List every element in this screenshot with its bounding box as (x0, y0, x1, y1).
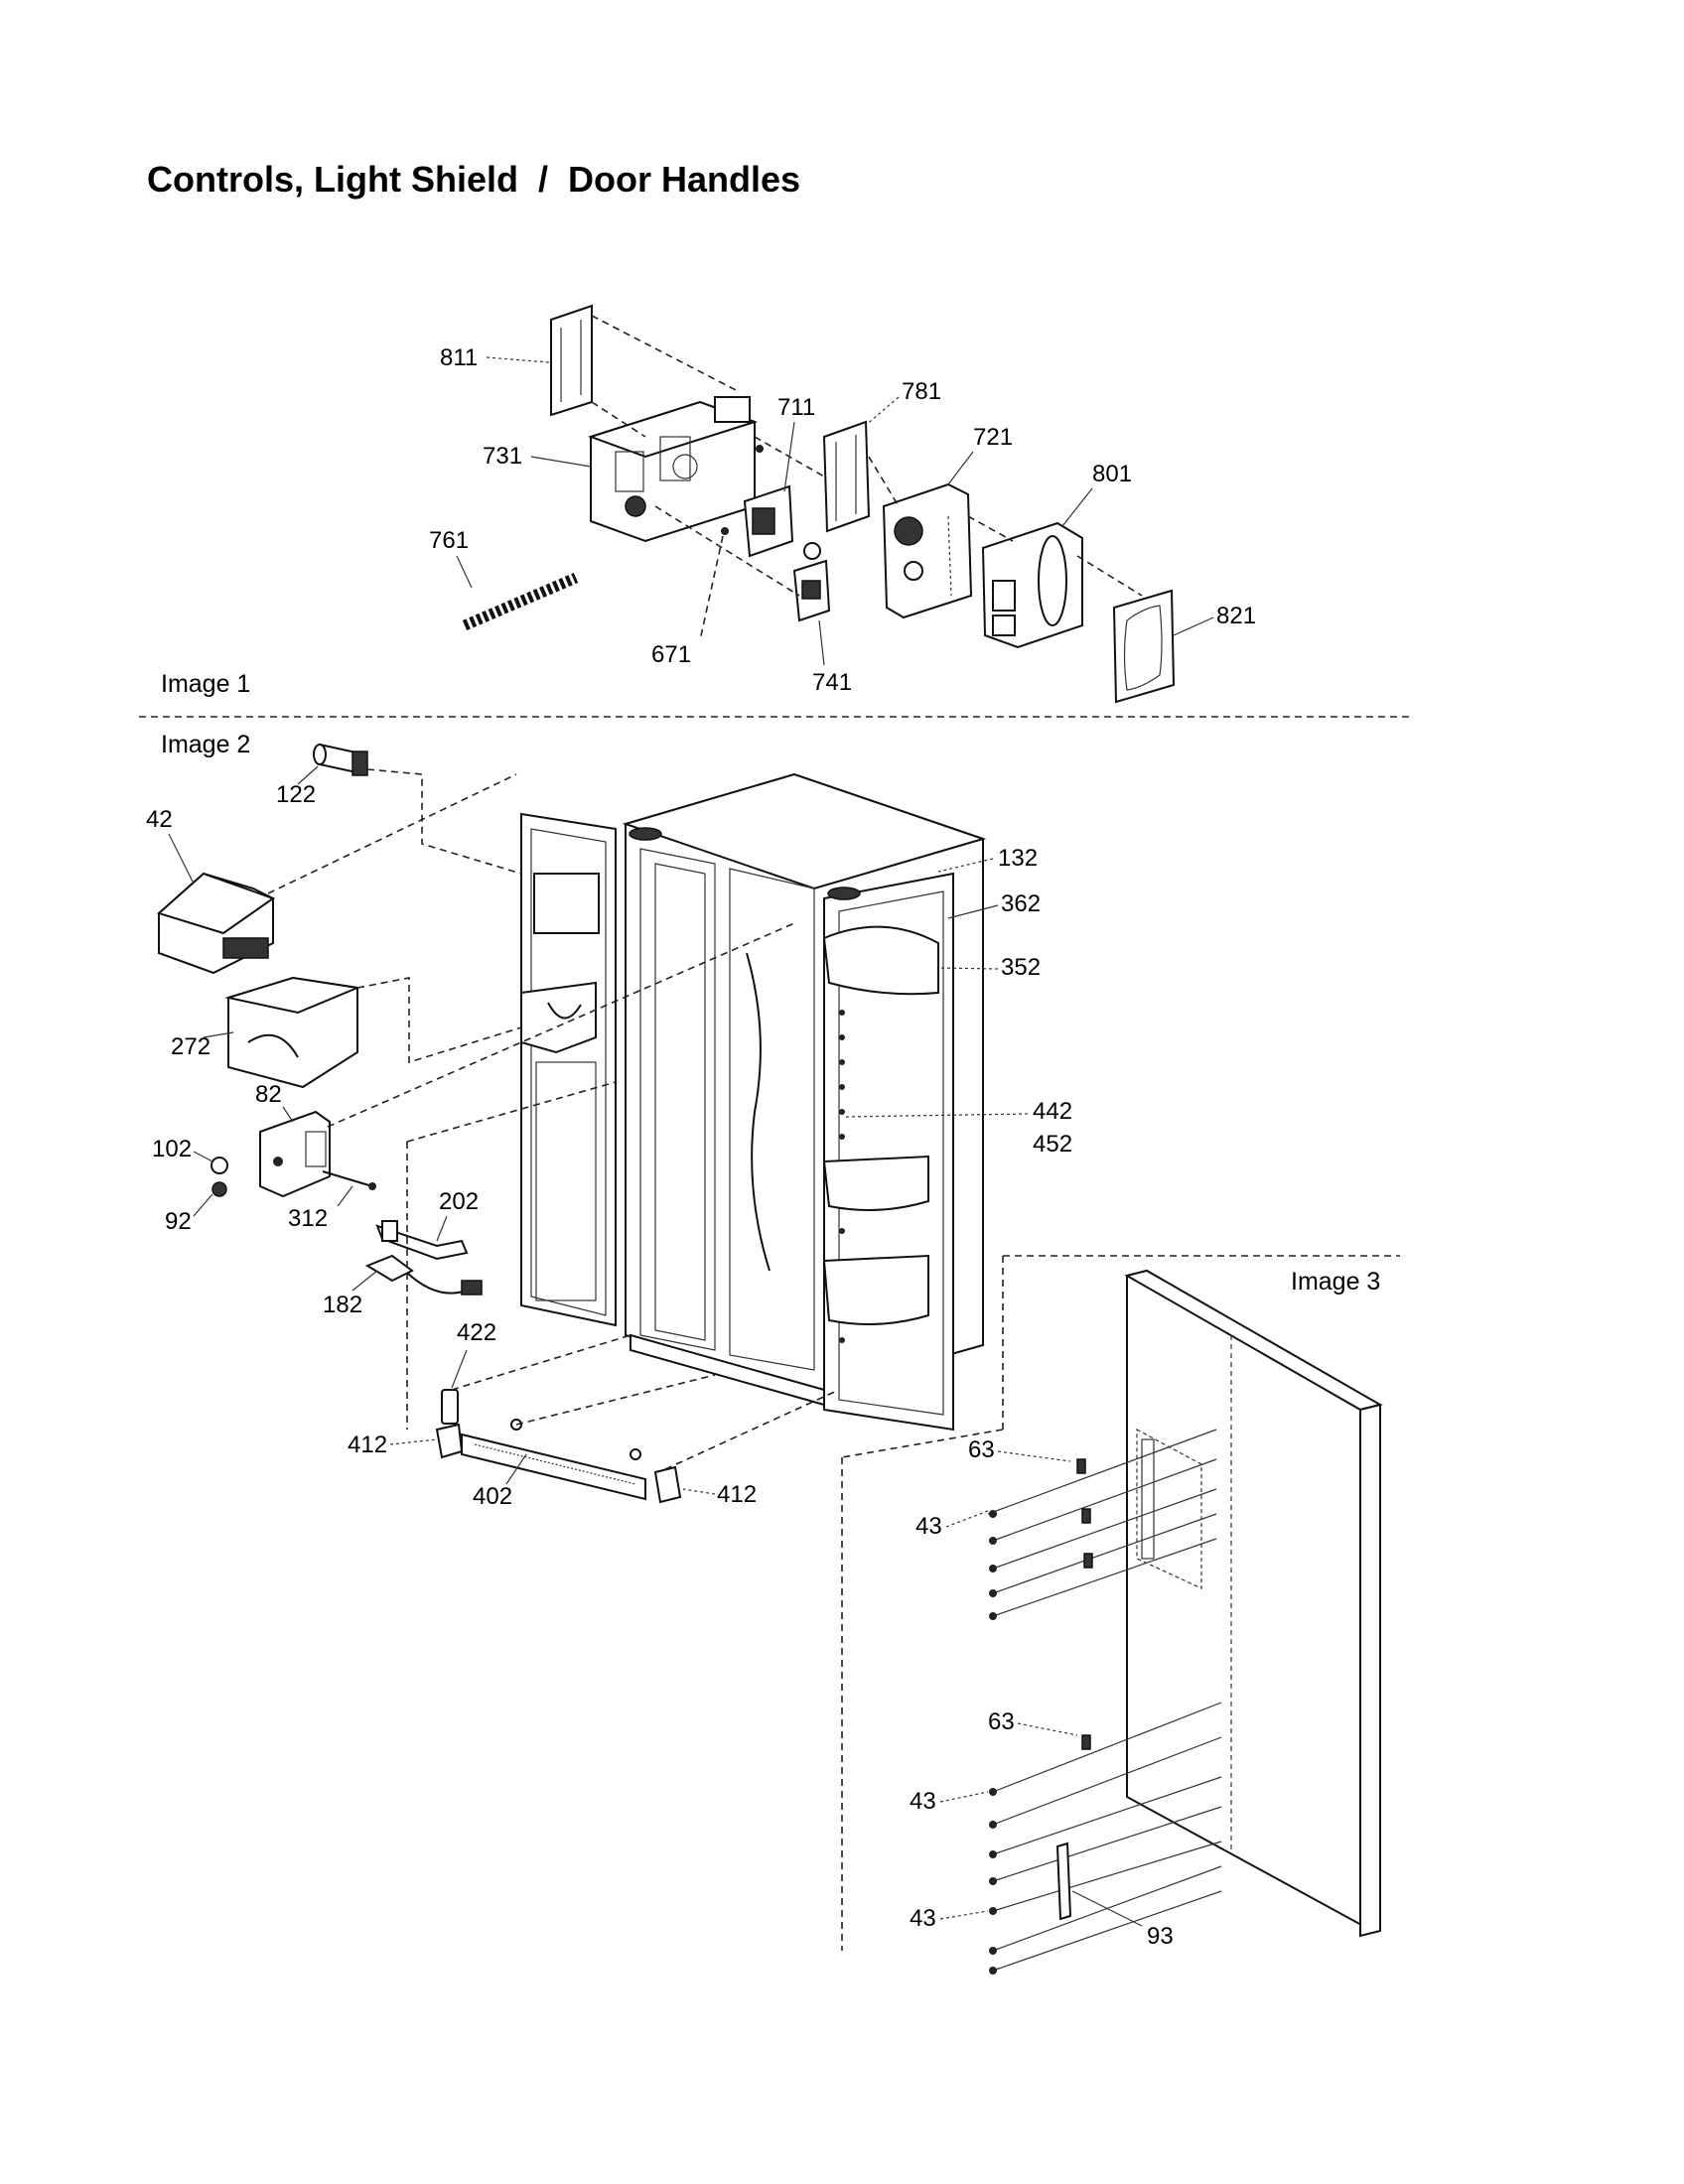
callout-412-right: 412 (717, 1481, 757, 1508)
part-412-right-handle-end (653, 1465, 682, 1504)
callout-63-lower: 63 (988, 1708, 1015, 1735)
callout-312: 312 (288, 1205, 328, 1232)
callout-82: 82 (255, 1081, 282, 1108)
lower-fastener-group (989, 1702, 1222, 1975)
part-312-screw (322, 1170, 376, 1190)
part-92-nut (211, 1181, 227, 1197)
part-402-handle-bar (461, 1419, 646, 1501)
callout-93: 93 (1147, 1923, 1174, 1950)
callout-412-left: 412 (348, 1432, 387, 1458)
part-761-cable (462, 572, 579, 631)
callout-422: 422 (457, 1319, 496, 1346)
refrigerator-cabinet (520, 772, 987, 1432)
part-272-ice-bin (224, 976, 361, 1089)
callout-352: 352 (1001, 954, 1041, 981)
callout-671: 671 (651, 641, 691, 668)
callout-781: 781 (902, 378, 941, 405)
part-781-panel (822, 420, 871, 533)
callout-92: 92 (165, 1208, 192, 1235)
screw (721, 527, 729, 535)
part-811-panel (550, 304, 593, 417)
part-42-ice-bin-cover (157, 872, 276, 975)
callout-362: 362 (1001, 890, 1041, 917)
callout-43-lower: 43 (910, 1905, 936, 1932)
callout-811: 811 (440, 344, 478, 371)
callout-122: 122 (276, 781, 316, 808)
part-122-filter (313, 743, 368, 776)
callout-402: 402 (473, 1483, 512, 1510)
controls-assembly (462, 304, 1176, 704)
callout-761: 761 (429, 527, 469, 554)
part-731-control-housing (587, 396, 759, 543)
callout-731: 731 (483, 443, 522, 470)
part-741-thermostat (792, 542, 831, 622)
image1-label: Image 1 (161, 670, 251, 698)
part-801-light-shield (981, 521, 1083, 649)
part-93-handle-spacer (1055, 1842, 1072, 1921)
callout-741: 741 (812, 669, 852, 696)
callout-132: 132 (998, 845, 1038, 872)
callout-43-middle: 43 (910, 1788, 936, 1815)
image3-label: Image 3 (1291, 1268, 1381, 1296)
part-102-nut (210, 1157, 228, 1174)
callout-821: 821 (1216, 603, 1256, 629)
callout-452: 452 (1033, 1131, 1072, 1158)
door-panel (1124, 1269, 1383, 1938)
callout-202: 202 (439, 1188, 479, 1215)
part-422-insert (441, 1389, 459, 1425)
callout-801: 801 (1092, 461, 1132, 487)
callout-42: 42 (146, 806, 173, 833)
part-412-left-handle-end (435, 1423, 464, 1459)
screw (756, 445, 764, 453)
callout-442: 442 (1033, 1098, 1072, 1125)
part-82-bracket (259, 1110, 331, 1198)
part-202-actuator (375, 1220, 469, 1261)
part-182-switch-harness (364, 1254, 483, 1296)
image2-label: Image 2 (161, 731, 251, 758)
callout-711: 711 (777, 394, 815, 421)
callout-721: 721 (973, 424, 1013, 451)
upper-fastener-group (987, 1429, 1217, 1620)
part-721-control-board (882, 482, 973, 619)
callout-43-upper: 43 (915, 1513, 942, 1540)
callout-102: 102 (152, 1136, 192, 1162)
callout-182: 182 (323, 1292, 362, 1318)
callout-63-upper: 63 (968, 1436, 995, 1463)
page-title: Controls, Light Shield / Door Handles (147, 159, 801, 200)
section-divider-3-slant (841, 1429, 1004, 1458)
part-711-switch (743, 484, 794, 558)
part-821-gasket (1112, 589, 1176, 704)
door-shelf-holes (839, 1010, 845, 1343)
